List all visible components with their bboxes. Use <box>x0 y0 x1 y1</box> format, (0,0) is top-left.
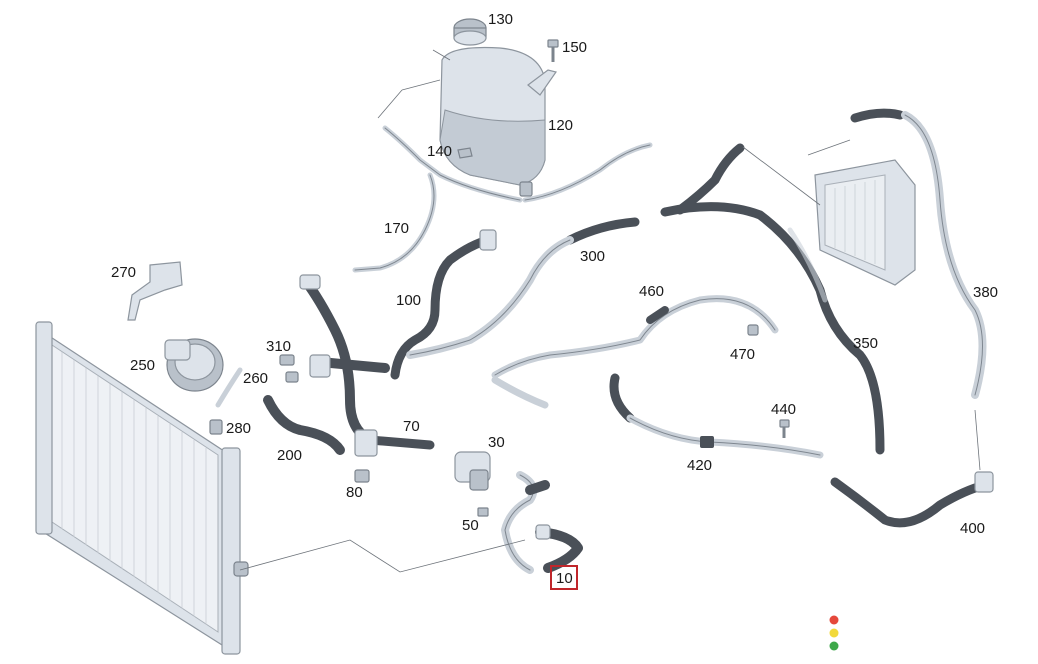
callout-label: 150 <box>562 39 587 56</box>
highlight-box <box>550 565 578 590</box>
callout-280[interactable]: 280 <box>226 420 251 437</box>
callout-label: 10 <box>556 570 573 587</box>
callout-10[interactable]: 10 <box>550 565 578 590</box>
clip-80 <box>354 469 370 483</box>
callout-270[interactable]: 270 <box>111 264 136 281</box>
callout-label: 30 <box>488 434 505 451</box>
callout-label: 200 <box>277 447 302 464</box>
callout-460[interactable]: 460 <box>639 283 664 300</box>
callout-label: 460 <box>639 283 664 300</box>
callout-140[interactable]: 140 <box>427 143 452 160</box>
callout-label: 350 <box>853 335 878 352</box>
callout-310[interactable]: 310 <box>266 338 291 355</box>
callout-label: 280 <box>226 420 251 437</box>
callout-label: 170 <box>384 220 409 237</box>
heat-exchanger <box>814 159 916 286</box>
callout-470[interactable]: 470 <box>730 346 755 363</box>
callout-label: 440 <box>771 401 796 418</box>
callout-label: 470 <box>730 346 755 363</box>
status-dot-yellow <box>829 628 839 638</box>
callout-150[interactable]: 150 <box>562 39 587 56</box>
callout-260[interactable]: 260 <box>243 370 268 387</box>
callout-80[interactable]: 80 <box>346 484 363 501</box>
leader-lines <box>239 49 981 573</box>
clamp-260 <box>215 367 243 408</box>
callout-380[interactable]: 380 <box>973 284 998 301</box>
expansion-tank <box>439 46 557 197</box>
status-dot-green <box>829 641 839 651</box>
callout-70[interactable]: 70 <box>403 418 420 435</box>
callout-label: 130 <box>488 11 513 28</box>
tank-cap <box>453 18 487 46</box>
callout-30[interactable]: 30 <box>488 434 505 451</box>
callout-200[interactable]: 200 <box>277 447 302 464</box>
bolt-50 <box>477 507 489 517</box>
callout-420[interactable]: 420 <box>687 457 712 474</box>
callout-label: 70 <box>403 418 420 435</box>
clip-470 <box>747 324 759 336</box>
callout-100[interactable]: 100 <box>396 292 421 309</box>
status-dots <box>829 615 839 651</box>
callout-250[interactable]: 250 <box>130 357 155 374</box>
callout-130[interactable]: 130 <box>488 11 513 28</box>
callout-label: 400 <box>960 520 985 537</box>
callout-label: 140 <box>427 143 452 160</box>
callout-label: 310 <box>266 338 291 355</box>
callout-label: 420 <box>687 457 712 474</box>
bolt-150 <box>547 39 559 62</box>
callout-label: 100 <box>396 292 421 309</box>
clip-140 <box>457 147 473 159</box>
callout-50[interactable]: 50 <box>462 517 479 534</box>
hose-10[interactable] <box>501 471 583 574</box>
callout-label: 300 <box>580 248 605 265</box>
radiator <box>35 321 249 655</box>
clip-280 <box>209 419 223 435</box>
thermostat-30 <box>454 451 491 491</box>
water-pump <box>164 338 224 392</box>
callout-440[interactable]: 440 <box>771 401 796 418</box>
callout-label: 260 <box>243 370 268 387</box>
callout-400[interactable]: 400 <box>960 520 985 537</box>
bolt-440 <box>779 419 790 438</box>
callout-300[interactable]: 300 <box>580 248 605 265</box>
callout-350[interactable]: 350 <box>853 335 878 352</box>
callout-120[interactable]: 120 <box>548 117 573 134</box>
callout-label: 80 <box>346 484 363 501</box>
bracket-270 <box>127 261 183 321</box>
callout-170[interactable]: 170 <box>384 220 409 237</box>
status-dot-red <box>829 615 839 625</box>
callout-label: 50 <box>462 517 479 534</box>
callout-label: 270 <box>111 264 136 281</box>
callout-label: 250 <box>130 357 155 374</box>
callout-label: 380 <box>973 284 998 301</box>
callout-label: 120 <box>548 117 573 134</box>
connector-310 <box>279 354 299 383</box>
